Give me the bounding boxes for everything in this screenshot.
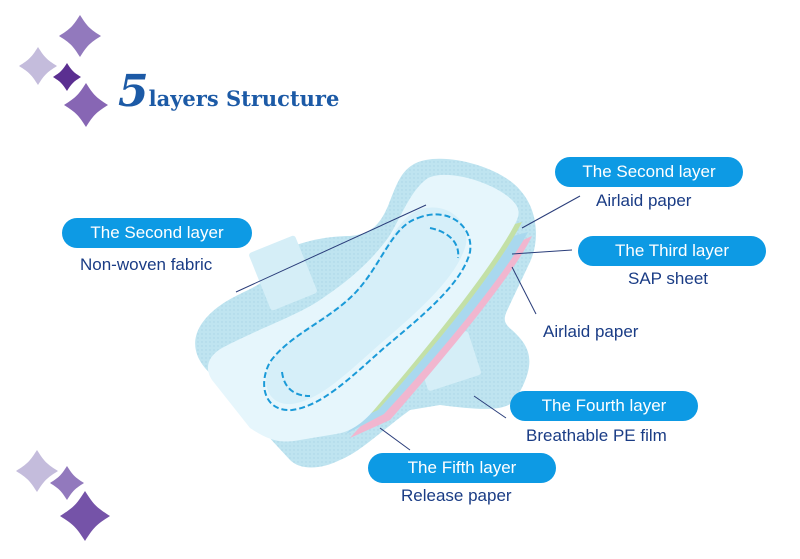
label-pill-second-layer: The Second layer (555, 157, 743, 187)
label-pill-fourth-layer: The Fourth layer (510, 391, 698, 421)
leader-line-fifth-layer (379, 427, 411, 451)
leader-line-third-layer (511, 249, 573, 255)
label-pill-top-sheet: The Second layer (62, 218, 252, 248)
label-desc-top-sheet: Non-woven fabric (80, 255, 213, 274)
label-desc-airlaid: Airlaid paper (543, 322, 639, 341)
absorbent-core (266, 207, 467, 405)
stitch-outline (263, 213, 472, 412)
title-number: 5 (118, 66, 149, 117)
stitch-bottom-arc (281, 371, 311, 397)
label-desc-fourth-layer: Breathable PE film (526, 426, 667, 445)
label-desc-second-layer: Airlaid paper (596, 191, 692, 210)
label-desc-third-layer: SAP sheet (628, 269, 709, 288)
leader-line-second-layer (521, 195, 581, 229)
label-pill-third-layer: The Third layer (578, 236, 766, 266)
leader-line-top-sheet (235, 204, 427, 293)
page-title: 5 layers Structure (118, 70, 339, 114)
leader-line-fourth-layer (473, 395, 507, 419)
leader-line-airlaid (511, 266, 537, 315)
stitch-top-arc (429, 227, 460, 259)
label-desc-fifth-layer: Release paper (401, 486, 512, 505)
title-text: layers Structure (148, 86, 340, 111)
label-pill-fifth-layer: The Fifth layer (368, 453, 556, 483)
wing-tab-left (249, 235, 317, 311)
